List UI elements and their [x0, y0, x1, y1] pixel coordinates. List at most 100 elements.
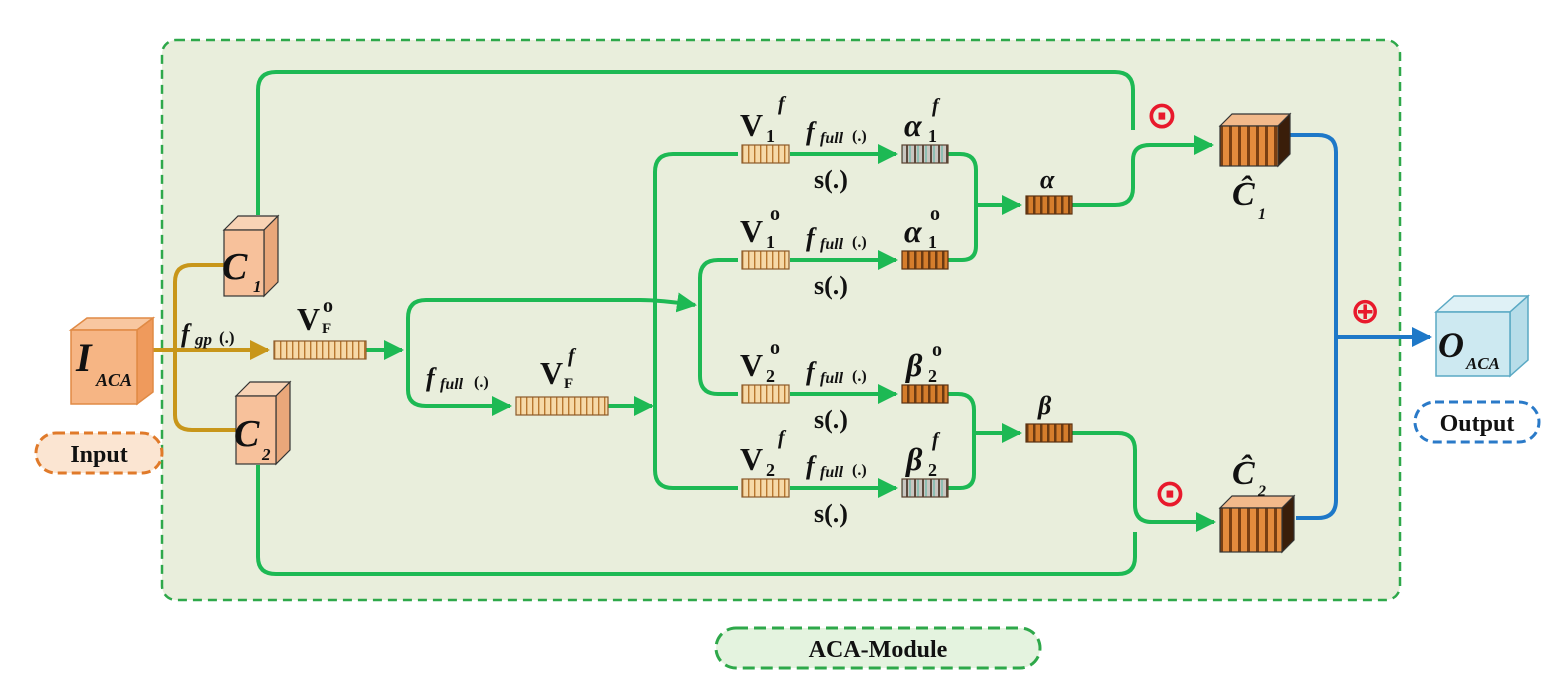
c2-skip-line — [256, 465, 1137, 576]
c2-sub: 2 — [261, 445, 271, 464]
v2o-main: V — [740, 347, 763, 383]
v1f-sub: 1 — [766, 126, 775, 146]
beta2o-main: β — [905, 347, 923, 383]
alpha1f-vector — [901, 144, 949, 164]
module-pill-label: ACA-Module — [809, 637, 948, 663]
v2o-sub: 2 — [766, 366, 775, 386]
alpha-merge-line — [948, 152, 978, 262]
vfo-to-v1o-line — [698, 258, 738, 305]
input-pill-label: Input — [70, 442, 127, 468]
v2o-vector — [741, 384, 790, 404]
c1-cube — [222, 214, 280, 298]
vfo-sup: o — [323, 295, 333, 317]
c1-skip-line — [256, 70, 1135, 215]
vfo-main: V — [297, 301, 320, 337]
alpha1o-sup: o — [930, 203, 940, 225]
ffull-2-sub: full — [820, 236, 844, 253]
input-to-c1-line — [173, 263, 224, 350]
c2-hat-main: Ĉ — [1232, 454, 1255, 492]
vff-to-v2f-line — [653, 406, 738, 490]
ffull-1-sub: full — [820, 130, 844, 147]
v2o-sup: o — [770, 337, 780, 359]
v2f-sup: f — [778, 427, 787, 449]
ffull-4-sub: full — [820, 464, 844, 481]
odot-operator-1: ⊙ — [1146, 93, 1178, 137]
alpha1f-main: α — [904, 107, 923, 143]
fgp-sub: gp — [194, 330, 212, 349]
vfo-to-v2o-line — [698, 305, 738, 396]
beta2f-sub: 2 — [928, 460, 937, 480]
c2-hat-cube — [1218, 494, 1296, 554]
v2f-main: V — [740, 441, 763, 477]
input-node-main: I — [75, 335, 93, 380]
c2-hat-sub: 2 — [1257, 483, 1266, 500]
vfo-upper-route — [406, 292, 697, 390]
alpha-label: α — [1040, 165, 1055, 194]
v1o-main: V — [740, 213, 763, 249]
beta2o-sup: o — [932, 339, 942, 361]
beta2f-vector — [901, 478, 949, 498]
ffull-4-arg: (.) — [852, 462, 867, 479]
v1f-vector — [741, 144, 790, 164]
input-cube — [68, 316, 156, 406]
output-pill-label: Output — [1440, 411, 1515, 437]
vff-sup: f — [568, 345, 577, 367]
vfo-vector — [273, 340, 367, 360]
vff-to-v1f-line — [653, 152, 738, 406]
input-node-sub: ACA — [95, 370, 132, 390]
c1-sub: 1 — [253, 277, 262, 296]
ffull-1-main: f — [806, 117, 817, 146]
beta2o-vector — [901, 384, 949, 404]
beta2o-sub: 2 — [928, 366, 937, 386]
module-background — [160, 38, 1402, 602]
fgp-arg: (.) — [219, 328, 235, 347]
c1-hat-main: Ĉ — [1232, 175, 1255, 213]
vff-vector — [515, 396, 609, 416]
ffull-3-arg: (.) — [852, 368, 867, 385]
ffull-3-sub: full — [820, 370, 844, 387]
module-pill — [714, 626, 1042, 670]
output-cube — [1434, 294, 1530, 378]
s-func-1: s(.) — [814, 165, 848, 194]
input-pill — [34, 431, 164, 475]
v1f-main: V — [740, 107, 763, 143]
beta-label: β — [1037, 391, 1052, 420]
c2-cube — [234, 380, 292, 466]
beta2f-main: β — [905, 441, 923, 477]
s-func-4: s(.) — [814, 499, 848, 528]
c-hat-sum-line — [1290, 133, 1338, 520]
ffull-vff-sub: full — [440, 376, 464, 393]
vff-sub: F — [564, 376, 573, 392]
ffull-vff-arg: (.) — [474, 374, 489, 391]
beta-vector — [1025, 423, 1073, 443]
vfo-to-vff-line — [406, 350, 512, 416]
c1-hat-sub: 1 — [1258, 206, 1266, 223]
alpha1o-sub: 1 — [928, 232, 937, 252]
s-func-3: s(.) — [814, 405, 848, 434]
beta-to-c2hat-line — [1072, 431, 1216, 532]
output-node-sub: ACA — [1465, 354, 1500, 373]
beta-merge-line — [948, 392, 976, 490]
v2f-vector — [741, 478, 790, 498]
ffull-vff-main: f — [426, 363, 437, 392]
output-pill — [1413, 400, 1541, 444]
input-to-c2-line — [173, 350, 236, 432]
output-node-main: O — [1438, 325, 1464, 365]
v1o-sup: o — [770, 203, 780, 225]
c1-hat-cube — [1218, 112, 1292, 168]
v1o-sub: 1 — [766, 232, 775, 252]
alpha1f-sup: f — [932, 95, 941, 117]
vfo-sub: F — [322, 321, 331, 337]
alpha1f-sub: 1 — [928, 126, 937, 146]
v2f-sub: 2 — [766, 460, 775, 480]
ffull-2-main: f — [806, 223, 817, 252]
beta2f-sup: f — [932, 429, 941, 451]
s-func-2: s(.) — [814, 271, 848, 300]
ffull-4-main: f — [806, 451, 817, 480]
ffull-3-main: f — [806, 357, 817, 386]
ffull-1-arg: (.) — [852, 128, 867, 145]
ffull-2-arg: (.) — [852, 234, 867, 251]
alpha1o-vector — [901, 250, 949, 270]
